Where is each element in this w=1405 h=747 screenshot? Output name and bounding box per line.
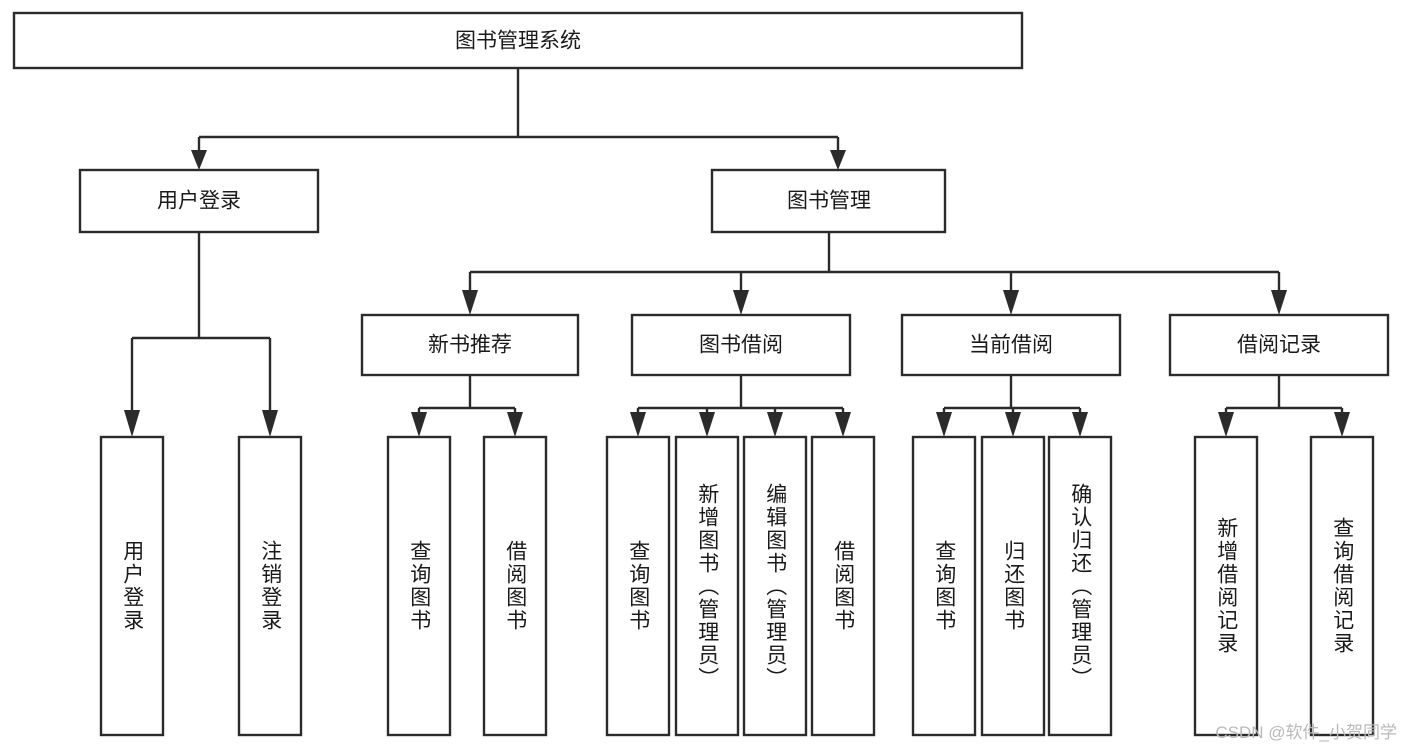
arrow-to-leaf-confirm-return xyxy=(1072,412,1088,437)
node-user-login[interactable]: 用户登录 xyxy=(78,168,320,234)
arrow-to-borrow-record xyxy=(1271,290,1287,315)
node-root[interactable]: 图书管理系统 xyxy=(12,11,1024,70)
leaf-edit-book-box[interactable] xyxy=(742,435,808,737)
leaf-confirm-return-box[interactable] xyxy=(1047,435,1113,737)
node-book-borrow-label: 图书借阅 xyxy=(699,334,783,357)
node-new-book-recommend-box[interactable] xyxy=(360,313,580,377)
node-book-borrow[interactable]: 图书借阅 xyxy=(630,313,852,377)
leaf-query-book-current-box[interactable] xyxy=(911,435,977,737)
node-root-label: 图书管理系统 xyxy=(455,30,581,53)
arrow-to-leaf-add-book xyxy=(699,412,715,437)
leaf-box-layer xyxy=(99,435,1375,737)
node-current-borrow-box[interactable] xyxy=(900,313,1122,377)
arrow-to-leaf-borrow-book-rec xyxy=(507,412,523,437)
arrow-to-leaf-query-book-borrow xyxy=(630,412,646,437)
node-root-box[interactable] xyxy=(12,11,1024,70)
leaf-return-book-box[interactable] xyxy=(980,435,1046,737)
arrow-to-leaf-query-book-current xyxy=(936,412,952,437)
node-book-manage-box[interactable] xyxy=(710,168,947,234)
arrow-to-user-login xyxy=(191,150,207,170)
connector-layer xyxy=(124,68,1350,437)
node-user-login-box[interactable] xyxy=(78,168,320,234)
node-borrow-record-label: 借阅记录 xyxy=(1237,334,1321,357)
node-new-book-recommend[interactable]: 新书推荐 xyxy=(360,313,580,377)
arrow-to-leaf-logout-login xyxy=(262,410,278,437)
arrow-to-leaf-borrow-book xyxy=(835,412,851,437)
node-new-book-recommend-label: 新书推荐 xyxy=(428,334,512,357)
leaf-add-record-box[interactable] xyxy=(1193,435,1259,737)
arrow-to-leaf-return-book xyxy=(1005,412,1021,437)
arrow-to-leaf-user-login xyxy=(124,410,140,437)
leaf-query-record-box[interactable] xyxy=(1309,435,1375,737)
arrow-to-new-book-recommend xyxy=(462,290,478,315)
node-user-login-label: 用户登录 xyxy=(157,190,241,213)
leaf-query-book-borrow-box[interactable] xyxy=(605,435,671,737)
leaf-query-book-rec-box[interactable] xyxy=(386,435,452,737)
leaf-borrow-book-box[interactable] xyxy=(810,435,876,737)
node-book-manage-label: 图书管理 xyxy=(787,190,871,213)
arrow-to-leaf-edit-book xyxy=(767,412,783,437)
node-current-borrow-label: 当前借阅 xyxy=(969,334,1053,357)
node-borrow-record-box[interactable] xyxy=(1168,313,1390,377)
node-borrow-record[interactable]: 借阅记录 xyxy=(1168,313,1390,377)
csdn-watermark: CSDN @软件_小贺同学 xyxy=(1215,723,1397,742)
arrow-to-current-borrow xyxy=(1003,290,1019,315)
arrow-to-leaf-query-record xyxy=(1334,412,1350,437)
node-current-borrow[interactable]: 当前借阅 xyxy=(900,313,1122,377)
arrow-to-leaf-query-book-rec xyxy=(411,412,427,437)
leaf-logout-login-box[interactable] xyxy=(237,435,303,737)
leaf-user-login-box[interactable] xyxy=(99,435,165,737)
leaf-add-book-box[interactable] xyxy=(674,435,740,737)
arrow-to-leaf-add-record xyxy=(1218,412,1234,437)
arrow-to-book-manage xyxy=(830,150,846,170)
node-book-borrow-box[interactable] xyxy=(630,313,852,377)
arrow-to-book-borrow xyxy=(733,290,749,315)
leaf-borrow-book-rec-box[interactable] xyxy=(482,435,548,737)
node-book-manage[interactable]: 图书管理 xyxy=(710,168,947,234)
